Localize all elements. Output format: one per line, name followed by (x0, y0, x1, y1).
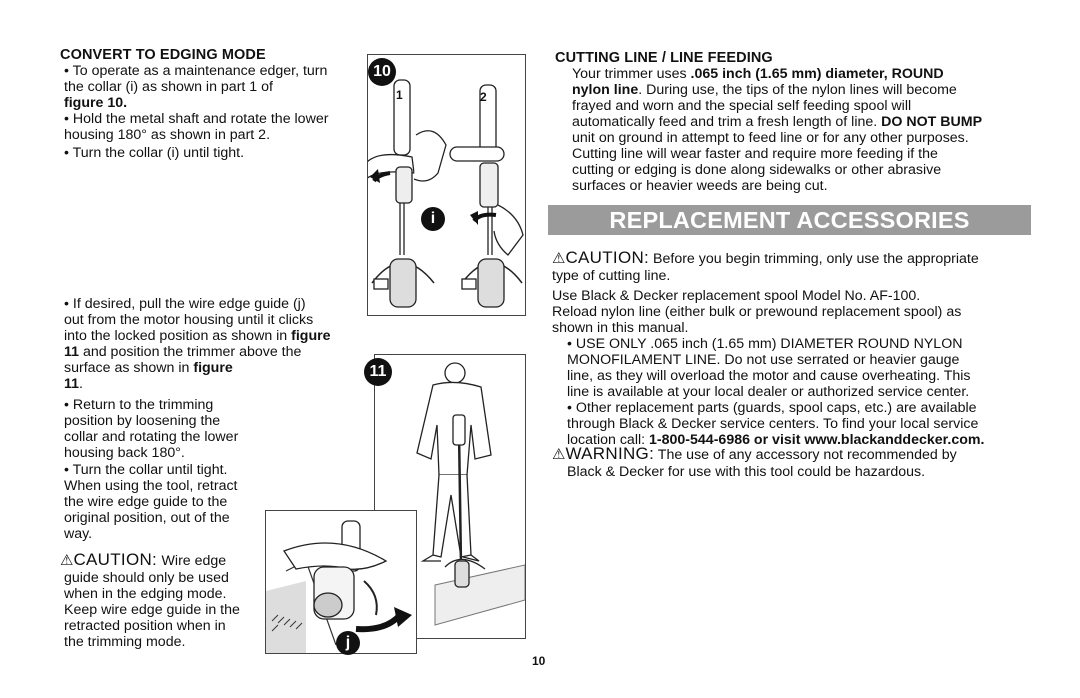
body-text: MONOFILAMENT LINE. Do not use serrated o… (567, 352, 960, 368)
caution-text: Before you begin trimming, only use the … (649, 251, 979, 267)
body-text: line, as they will overload the motor an… (567, 368, 971, 384)
body-text: Your trimmer uses .065 inch (1.65 mm) di… (572, 66, 944, 83)
figure-ref: 11 (64, 344, 79, 360)
body-text: Use Black & Decker replacement spool Mod… (552, 288, 921, 304)
body-text: frayed and worn and the special self fee… (572, 98, 912, 114)
step-text: into the locked position as shown in fig… (64, 328, 331, 345)
service-contact: 1-800-544-6986 or visit www.blackanddeck… (649, 432, 985, 448)
caution-notice: ⚠CAUTION: Before you begin trimming, onl… (552, 248, 979, 268)
step-text: • Hold the metal shaft and rotate the lo… (64, 111, 329, 127)
callout-j: j (336, 631, 360, 655)
figure-11-badge: 11 (364, 358, 392, 386)
edging-heading: CONVERT TO EDGING MODE (60, 47, 266, 63)
caution-text: Wire edge (161, 553, 227, 569)
step-text: When using the tool, retract (64, 478, 238, 494)
detail-inset (265, 510, 417, 654)
body-text: location call: 1-800-544-6986 or visit w… (567, 432, 984, 449)
step-text: • To operate as a maintenance edger, tur… (64, 63, 328, 79)
step-text: collar and rotating the lower (64, 429, 239, 445)
detail-inset-illustration (266, 520, 412, 653)
body-text: • USE ONLY .065 inch (1.65 mm) DIAMETER … (567, 336, 963, 352)
caution-text: when in the edging mode. (64, 586, 227, 602)
caution-text: retracted position when in (64, 618, 226, 634)
figure-11-illustration (416, 362, 526, 626)
caution-text: guide should only be used (64, 570, 229, 586)
step-text: • Return to the trimming (64, 397, 214, 413)
warning-text: Black & Decker for use with this tool co… (567, 464, 926, 480)
warning-notice: ⚠WARNING: The use of any accessory not r… (552, 444, 957, 464)
figure-10 (365, 54, 526, 316)
body-text: cutting or edging is done along sidewalk… (572, 162, 942, 178)
part-2-label: 2 (480, 90, 487, 104)
step-text: the collar (i) as shown in part 1 of (64, 79, 273, 95)
step-text: 11. (64, 376, 83, 392)
body-text: surfaces or heavier weeds are being cut. (572, 178, 828, 194)
figure-ref-text: figure 10 (64, 95, 124, 111)
caution-text: the trimming mode. (64, 634, 186, 650)
figure-ref: figure (193, 360, 233, 376)
step-text: • If desired, pull the wire edge guide (… (64, 296, 306, 312)
step-text: the wire edge guide to the (64, 494, 228, 510)
step-text: • Turn the collar (i) until tight. (64, 145, 245, 161)
body-text-bold: .065 inch (1.65 mm) diameter, ROUND (690, 66, 944, 82)
warning-triangle-icon: ⚠ (552, 446, 566, 463)
step-text-part: surface as shown in (64, 360, 194, 376)
figure-10-illustration (365, 79, 524, 308)
callout-i: i (421, 207, 445, 231)
part-1-label: 1 (396, 88, 403, 102)
body-text: unit on ground in attempt to feed line o… (572, 130, 969, 146)
step-text: housing back 180°. (64, 445, 185, 461)
body-text: Reload nylon line (either bulk or prewou… (552, 304, 962, 320)
cutting-line-heading: CUTTING LINE / LINE FEEDING (555, 50, 773, 66)
step-text: position by loosening the (64, 413, 221, 429)
step-text: way. (64, 526, 93, 542)
body-text-part: . During use, the tips of the nylon line… (638, 82, 957, 98)
body-text-part: Your trimmer uses (572, 66, 691, 82)
body-text: Cutting line will wear faster and requir… (572, 146, 938, 162)
step-text: surface as shown in figure (64, 360, 233, 377)
warning-text: The use of any accessory not recommended… (654, 447, 957, 463)
step-text: • Turn the collar until tight. (64, 462, 228, 478)
figure-10-badge: 10 (368, 58, 396, 86)
body-text-bold: nylon line (572, 82, 639, 98)
step-text: original position, out of the (64, 510, 230, 526)
body-text: • Other replacement parts (guards, spool… (567, 400, 977, 416)
caution-text: type of cutting line. (552, 268, 671, 284)
figure-ref: figure (291, 328, 331, 344)
step-text: out from the motor housing until it clic… (64, 312, 314, 328)
caution-notice: ⚠CAUTION: Wire edge (60, 550, 226, 570)
step-text: 11 and position the trimmer above the (64, 344, 301, 361)
warning-triangle-icon: ⚠ (552, 250, 566, 267)
body-text: nylon line. During use, the tips of the … (572, 82, 957, 99)
warning-word: WARNING: (565, 444, 655, 463)
caution-word: CAUTION: (73, 550, 158, 569)
warning-triangle-icon: ⚠ (60, 552, 74, 569)
body-text: through Black & Decker service centers. … (567, 416, 979, 432)
step-text-part: into the locked position as shown in (64, 328, 292, 344)
body-text-bold: DO NOT BUMP (881, 114, 983, 130)
figure-ref: 11 (64, 376, 79, 392)
replacement-accessories-banner: REPLACEMENT ACCESSORIES (548, 205, 1031, 235)
body-text-part: automatically feed and trim a fresh leng… (572, 114, 882, 130)
step-text-part: and position the trimmer above the (79, 344, 302, 360)
body-text-part: location call: (567, 432, 650, 448)
body-text: line is available at your local dealer o… (567, 384, 970, 400)
caution-word: CAUTION: (565, 248, 650, 267)
figure-ref: figure 10. (64, 95, 128, 111)
step-text: housing 180° as shown in part 2. (64, 127, 271, 143)
body-text: shown in this manual. (552, 320, 689, 336)
caution-text: Keep wire edge guide in the (64, 602, 240, 618)
body-text: automatically feed and trim a fresh leng… (572, 114, 982, 131)
page-number: 10 (532, 654, 546, 668)
